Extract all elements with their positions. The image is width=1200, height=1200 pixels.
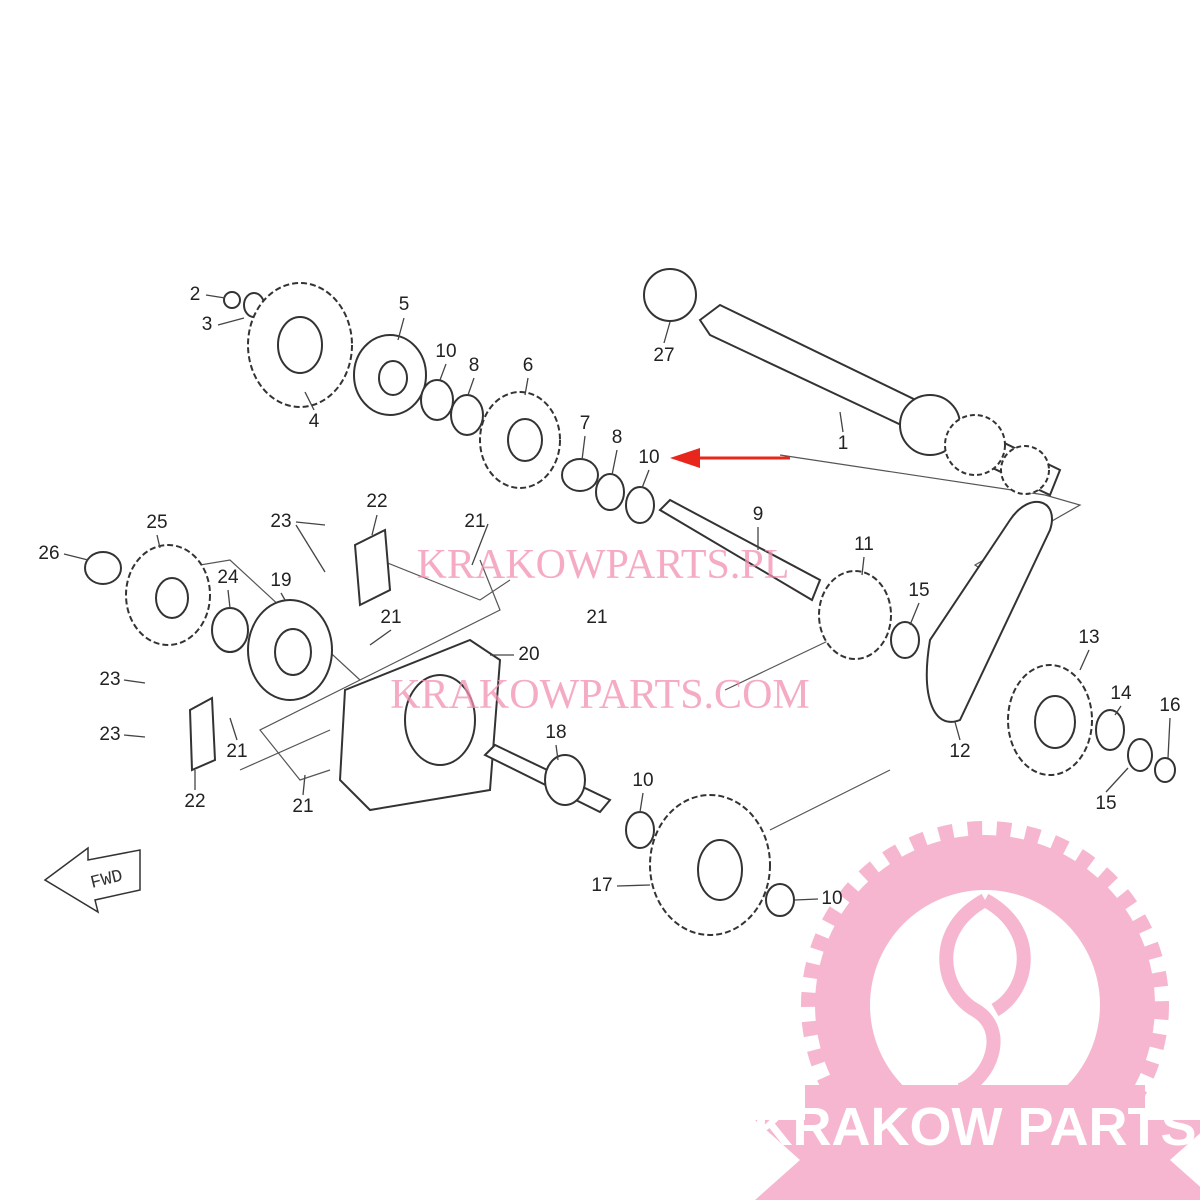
callout-22: 22 [184, 791, 205, 812]
callout-22: 22 [366, 491, 387, 512]
callout-21: 21 [292, 796, 313, 817]
countershaft [658, 498, 920, 660]
callout-27: 27 [653, 345, 674, 366]
callout-7: 7 [580, 413, 591, 434]
callout-23: 23 [99, 724, 120, 745]
callout-21: 21 [464, 511, 485, 532]
callout-10: 10 [632, 770, 653, 791]
callout-10-highlighted: 10 [638, 447, 659, 468]
callout-20: 20 [518, 644, 539, 665]
callout-3: 3 [202, 314, 213, 335]
upper-gears [223, 282, 655, 524]
left-gears [84, 528, 502, 812]
callout-10: 10 [821, 888, 842, 909]
callout-12: 12 [949, 741, 970, 762]
callout-23: 23 [99, 669, 120, 690]
highlight-arrow [670, 448, 790, 468]
callout-17: 17 [591, 875, 612, 896]
callout-labels: 2 3 4 5 10 8 6 7 8 10 27 1 9 22 23 21 25… [38, 284, 1180, 909]
callout-2: 2 [190, 284, 201, 305]
callout-21: 21 [586, 607, 607, 628]
leader-lines [63, 294, 1171, 901]
callout-5: 5 [399, 294, 410, 315]
callout-8: 8 [612, 427, 623, 448]
watermark-pl: KRAKOWPARTS.PL [417, 542, 790, 588]
callout-19: 19 [270, 570, 291, 591]
callout-6: 6 [523, 355, 534, 376]
fwd-arrow: FWD [43, 846, 141, 914]
callout-15: 15 [908, 580, 929, 601]
logo-text: KRAKOW PARTS [754, 1097, 1197, 1157]
callout-1: 1 [838, 433, 849, 454]
callout-11: 11 [854, 534, 874, 555]
callout-21: 21 [226, 741, 247, 762]
callout-21: 21 [380, 607, 401, 628]
callout-18: 18 [545, 722, 566, 743]
callout-9: 9 [753, 504, 764, 525]
callout-15: 15 [1095, 793, 1116, 814]
callout-8: 8 [469, 355, 480, 376]
callout-13: 13 [1078, 627, 1099, 648]
callout-4: 4 [309, 411, 320, 432]
main-shaft [643, 268, 1062, 497]
nut-27 [643, 268, 697, 322]
callout-26: 26 [38, 543, 59, 564]
callout-24: 24 [217, 567, 239, 588]
watermark-com: KRAKOWPARTS.COM [390, 672, 810, 718]
callout-23: 23 [270, 511, 291, 532]
chain-and-sprocket [925, 500, 1176, 783]
callout-14: 14 [1110, 683, 1132, 704]
callout-16: 16 [1159, 695, 1180, 716]
callout-25: 25 [146, 512, 167, 533]
callout-10: 10 [435, 341, 456, 362]
krakow-parts-logo: KRAKOW PARTS [754, 821, 1200, 1200]
